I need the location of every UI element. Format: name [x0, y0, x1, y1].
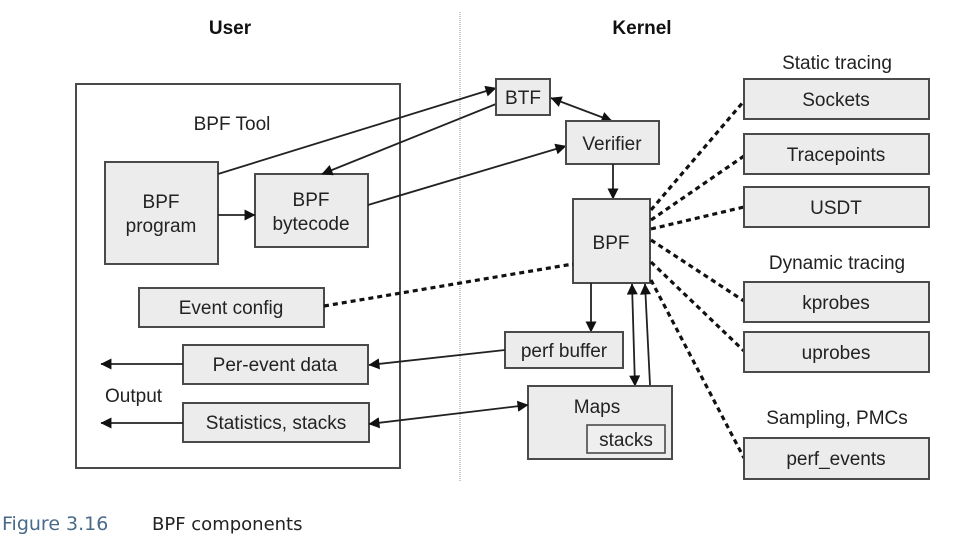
figure-number: Figure 3.16: [2, 513, 108, 535]
btf-to-bytecode-arrow: [321, 103, 497, 176]
perf-buffer-to-per-event-arrow: [368, 349, 506, 370]
bpf-tool-box: [75, 83, 401, 469]
program-to-btf-arrow: [217, 85, 497, 175]
event-config-box: Event config: [138, 287, 325, 328]
bpf-perf-events-link: [649, 279, 746, 459]
uprobes-label: uprobes: [802, 343, 871, 364]
perf-buffer-box: perf buffer: [504, 331, 624, 369]
bytecode-to-verifier-arrow: [367, 143, 567, 206]
btf-box: BTF: [495, 78, 551, 116]
statistics-stacks-label: Statistics, stacks: [206, 413, 346, 434]
perf-buffer-label: perf buffer: [521, 341, 608, 362]
event-config-bpf-link: [323, 262, 574, 308]
bpf-program-line2: program: [126, 216, 197, 237]
per-event-data-label: Per-event data: [213, 355, 338, 376]
bpf-program-line1: BPF: [143, 192, 180, 213]
bpf-usdt-link: [650, 205, 745, 231]
event-config-label: Event config: [179, 298, 284, 319]
tracepoints-box: Tracepoints: [743, 133, 930, 175]
statistics-stacks-box: Statistics, stacks: [182, 402, 370, 443]
sockets-box: Sockets: [743, 78, 930, 120]
verifier-label: Verifier: [582, 134, 642, 155]
bpf-sockets-link: [649, 99, 746, 212]
bpf-tool-label: BPF Tool: [194, 114, 271, 135]
bpf-kprobes-link: [650, 238, 745, 303]
btf-label: BTF: [505, 88, 541, 109]
bpf-bytecode-line1: BPF: [293, 190, 330, 211]
per-event-data-box: Per-event data: [182, 344, 369, 385]
perf-events-box: perf_events: [743, 437, 930, 480]
maps-statistics-arrow: [368, 400, 529, 429]
verifier-box: Verifier: [565, 120, 660, 165]
bpf-uprobes-link: [649, 260, 746, 353]
kernel-header: Kernel: [612, 18, 671, 39]
btf-verifier-arrow: [550, 96, 613, 123]
maps-box: Maps stacks: [527, 385, 673, 460]
perf-events-label: perf_events: [786, 449, 885, 470]
figure-title: BPF components: [152, 514, 303, 535]
bpf-kernel-label: BPF: [593, 233, 630, 254]
maps-label: Maps: [574, 397, 620, 418]
bpf-bytecode-line2: bytecode: [272, 214, 349, 235]
usdt-box: USDT: [743, 186, 930, 228]
stacks-map-label: stacks: [599, 430, 653, 451]
bpf-maps-arrow: [626, 283, 641, 387]
kprobes-box: kprobes: [743, 281, 930, 323]
bpf-bytecode-box: BPF bytecode: [254, 173, 369, 248]
tracepoints-label: Tracepoints: [787, 145, 886, 166]
kprobes-label: kprobes: [802, 293, 870, 314]
bpf-tracepoints-link: [650, 154, 745, 222]
output-label: Output: [105, 386, 163, 407]
sockets-label: Sockets: [802, 90, 870, 111]
static-tracing-label: Static tracing: [782, 53, 892, 74]
bpf-kernel-box: BPF: [572, 198, 651, 284]
stacks-map-box: stacks: [586, 424, 666, 454]
user-header: User: [209, 18, 252, 39]
uprobes-box: uprobes: [743, 331, 930, 373]
dynamic-tracing-label: Dynamic tracing: [769, 253, 905, 274]
bpf-program-box: BPF program: [104, 161, 219, 265]
sampling-pmcs-label: Sampling, PMCs: [766, 408, 908, 429]
usdt-label: USDT: [810, 198, 862, 219]
